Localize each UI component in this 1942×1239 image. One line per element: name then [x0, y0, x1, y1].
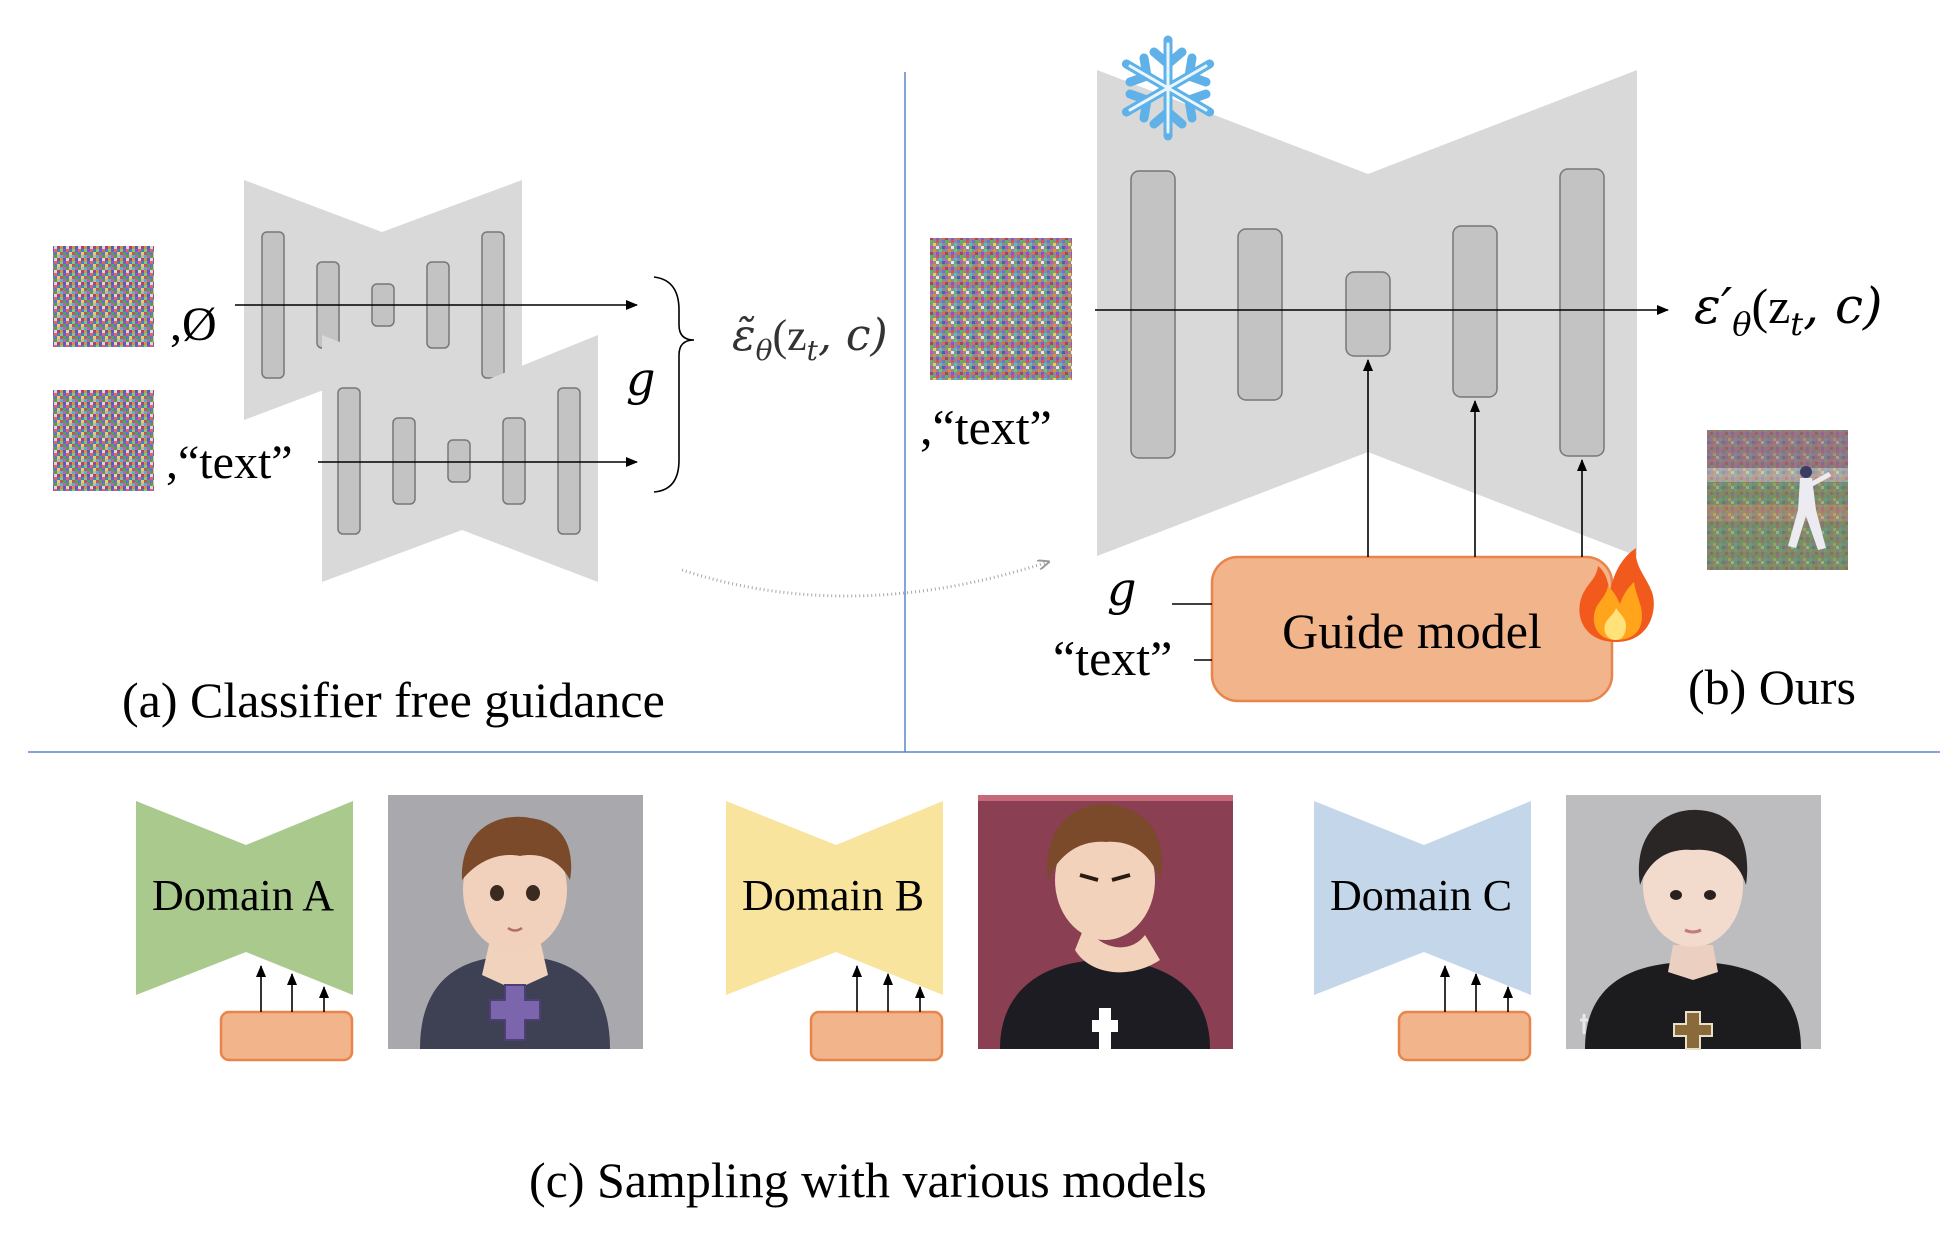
unet-block	[1237, 228, 1283, 401]
domain-b-guide-model	[809, 1010, 944, 1062]
domain-c-label: Domain C	[1330, 871, 1512, 920]
unet-block	[557, 387, 581, 535]
combine-brace	[653, 276, 695, 493]
null-token-label: ,Ø	[170, 298, 217, 351]
domain-b-label: Domain B	[742, 871, 924, 920]
transition-arrow	[681, 562, 1048, 598]
cfg-output-label: ε̃θ(zt, c)	[732, 310, 888, 367]
unet-block	[392, 417, 416, 505]
output-sample-image	[1707, 430, 1848, 570]
unet-bottom-notch	[1097, 452, 1637, 556]
text-input-label: “text”	[1053, 630, 1172, 686]
domain-a-label: Domain A	[152, 871, 334, 920]
domain-c-portrait	[1566, 795, 1821, 1050]
panel-b: ,“text” ε′θ(zt, c) Guide model g “text”	[920, 35, 1882, 715]
text-token-label: ,“text”	[166, 436, 293, 489]
domain-a-portrait	[388, 795, 643, 1049]
fire-icon	[1579, 548, 1654, 642]
domain-b-portrait	[978, 795, 1233, 1049]
unet-block	[337, 387, 361, 535]
panel-a-caption: (a) Classifier free guidance	[122, 672, 665, 728]
unet-block	[502, 417, 526, 505]
noise-image-conditional	[53, 390, 154, 491]
unet-block	[1559, 168, 1605, 457]
domain-b-model	[726, 801, 943, 995]
unet-block	[1452, 225, 1498, 398]
guidance-scale-label: g	[1107, 562, 1136, 616]
noise-image-unconditional	[53, 246, 154, 347]
ours-output-label: ε′θ(zt, c)	[1694, 277, 1882, 343]
unet-block	[1130, 170, 1176, 459]
domain-c-guide-model	[1397, 1010, 1532, 1062]
guidance-scale-label: g	[626, 352, 655, 406]
text-token-label: ,“text”	[920, 399, 1052, 455]
panel-c-caption: (c) Sampling with various models	[529, 1152, 1207, 1208]
guide-model-label: Guide model	[1282, 603, 1542, 659]
noise-image-input	[930, 238, 1072, 380]
unet-block	[1345, 271, 1391, 357]
panel-a: ,Ø ,“text” g ε̃θ(zt, c) (a) Classifier f…	[53, 180, 888, 728]
panel-b-caption: (b) Ours	[1688, 659, 1856, 715]
domain-a-guide-model	[219, 1010, 354, 1062]
unet-block	[447, 439, 471, 483]
domain-a-model	[136, 801, 353, 995]
panel-c: Domain A Domain B	[136, 795, 1821, 1208]
domain-c-model	[1314, 801, 1531, 995]
snowflake-icon	[1121, 35, 1215, 141]
